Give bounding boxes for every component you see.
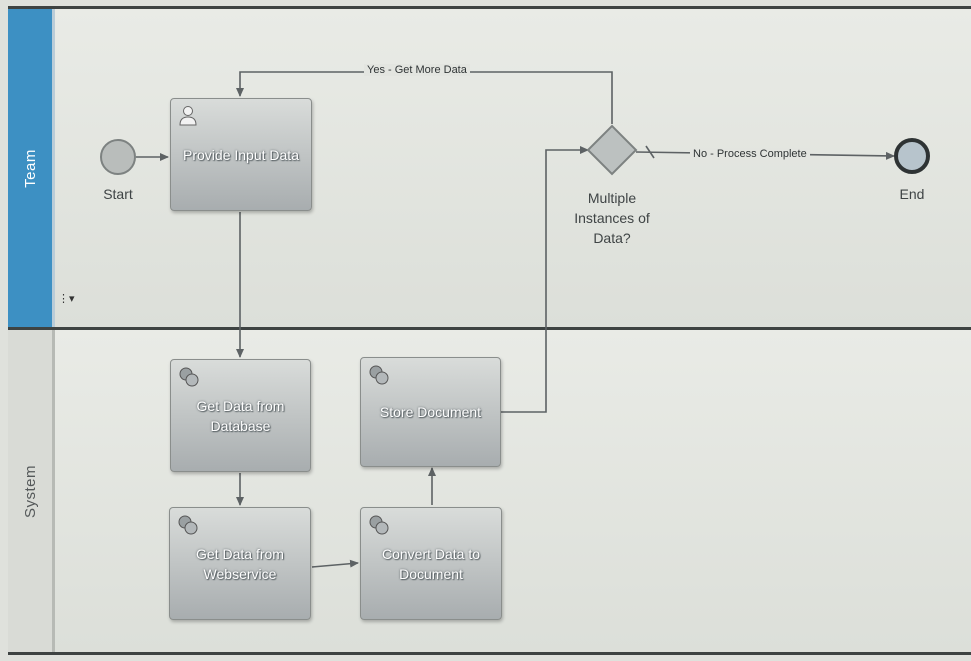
- gateway-label: Multiple Instances of Data?: [574, 190, 650, 246]
- service-task-icon: [178, 515, 198, 535]
- end-label: End: [899, 186, 925, 202]
- lane-header-team[interactable]: Team: [8, 9, 55, 327]
- lane-team: Team: [8, 6, 971, 327]
- start-event: [100, 139, 136, 175]
- task-get-data-from-database[interactable]: Get Data from Database: [170, 359, 311, 472]
- task-label: Get Data from Webservice: [196, 545, 284, 582]
- flow-store-to-gateway: [501, 146, 589, 413]
- task-label: Store Document: [379, 404, 482, 420]
- flow-slash-mark: [645, 145, 655, 159]
- lane-marker-icon: ⋮▾: [58, 293, 75, 305]
- lane-header-system[interactable]: System: [8, 330, 55, 652]
- service-task-icon: [179, 367, 199, 387]
- end-event: [894, 138, 930, 174]
- task-store-document[interactable]: Store Document: [360, 357, 501, 467]
- service-task-icon: [369, 365, 389, 385]
- flow-label-no: No - Process Complete: [690, 148, 810, 160]
- start-label: Start: [103, 186, 133, 202]
- flow-label-yes: Yes - Get More Data: [364, 64, 470, 76]
- task-convert-data-to-document[interactable]: Convert Data to Document: [360, 507, 502, 620]
- gateway-diamond: [586, 124, 638, 176]
- task-provide-input-data[interactable]: Provide Input Data: [170, 98, 312, 211]
- service-task-icon: [369, 515, 389, 535]
- user-task-icon: [179, 106, 197, 126]
- flow-getws-to-convert: [311, 559, 359, 568]
- task-label: Provide Input Data: [183, 146, 299, 163]
- task-label: Get Data from Database: [196, 397, 285, 434]
- task-label: Convert Data to Document: [381, 545, 481, 582]
- task-get-data-from-webservice[interactable]: Get Data from Webservice: [169, 507, 311, 620]
